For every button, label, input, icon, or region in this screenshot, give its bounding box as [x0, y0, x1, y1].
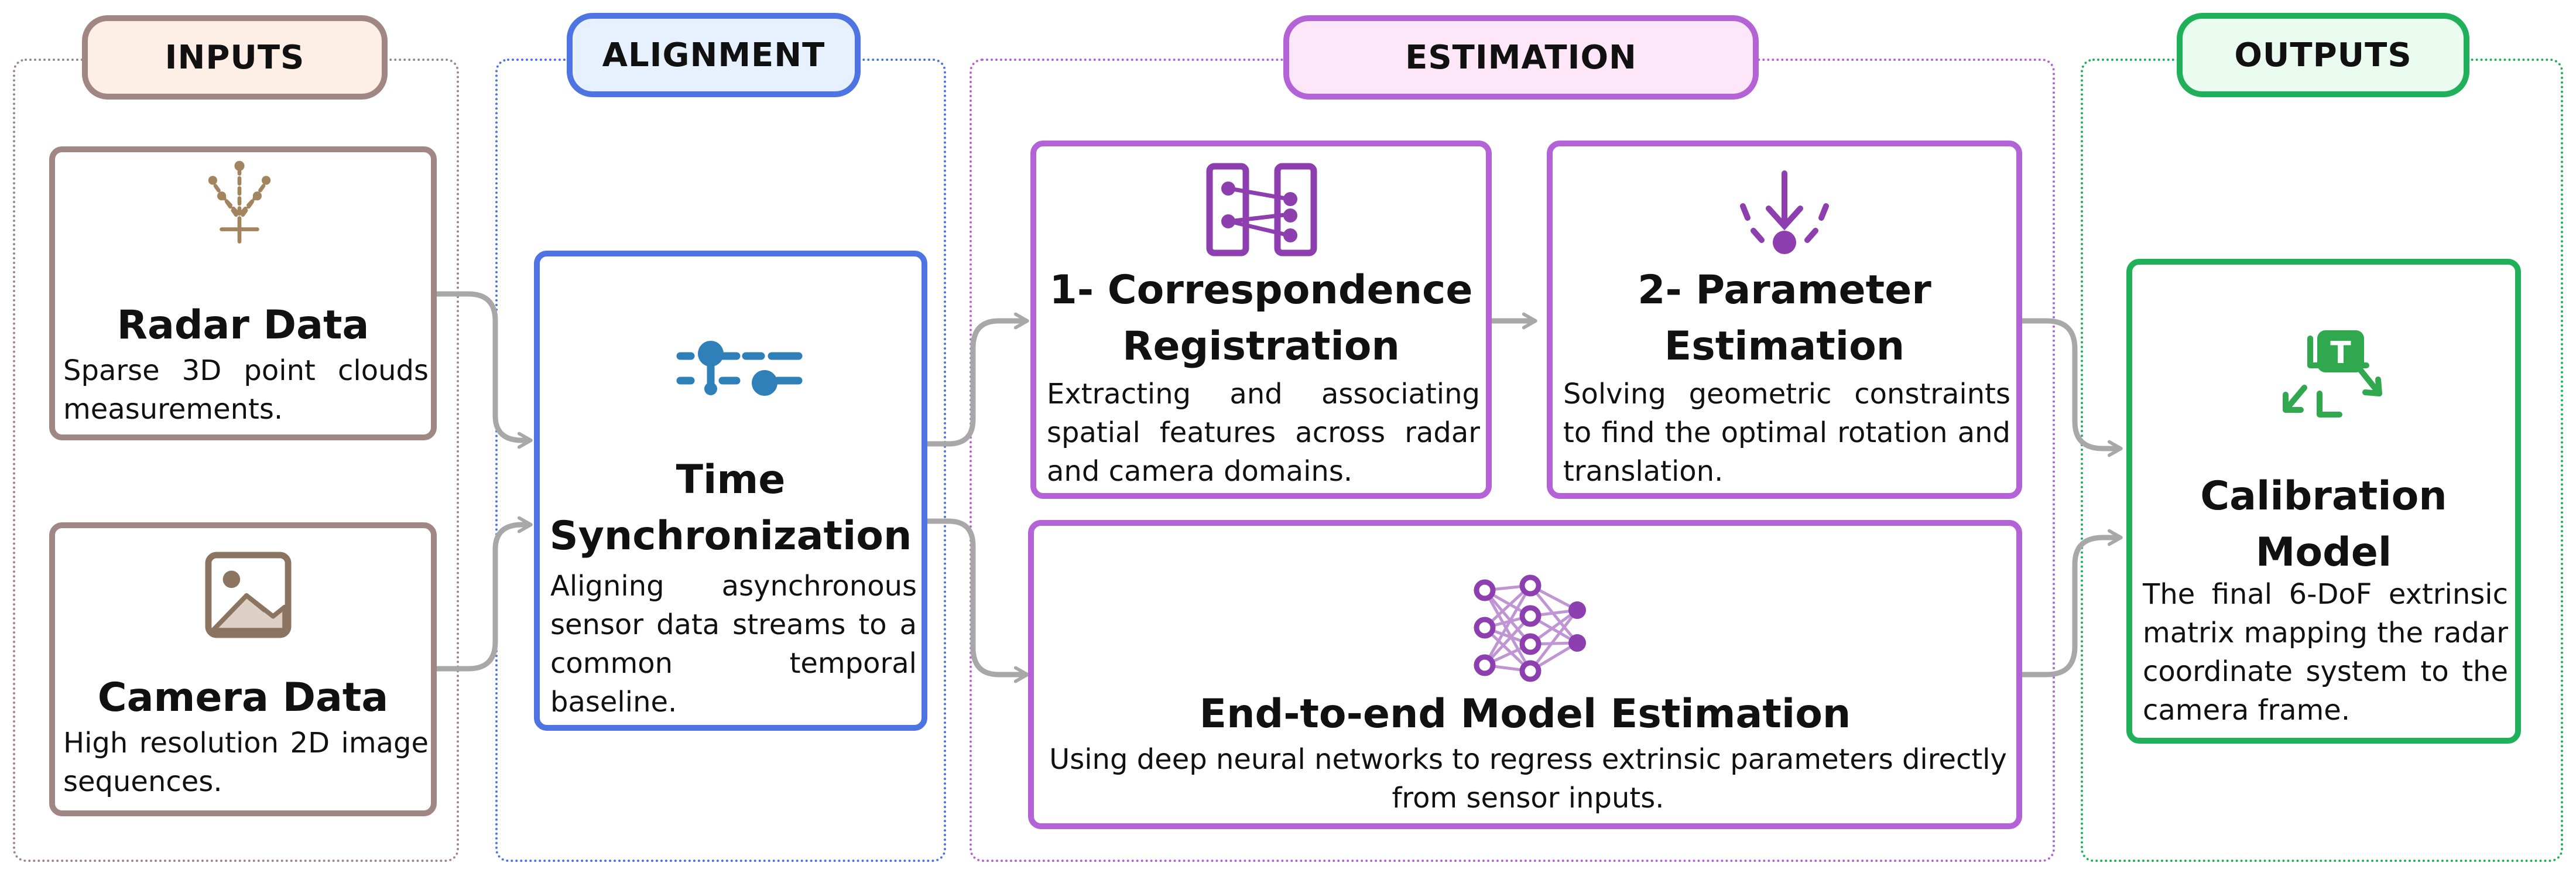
- transform-icon: T: [2283, 330, 2382, 418]
- optimization-icon: [1740, 170, 1829, 254]
- timeline-icon: [676, 341, 803, 396]
- arrow-radar-to-sync: [434, 291, 533, 449]
- feature-matching-icon: [1206, 163, 1317, 256]
- sync-description: Aligning asynchronous sensor data stream…: [550, 570, 917, 718]
- neural-network-icon: [1474, 574, 1586, 682]
- calib-description: The final 6-DoF extrinsic matrix mapping…: [2143, 578, 2508, 727]
- outputs-header: OUTPUTS: [2177, 13, 2469, 97]
- camera-data-card: Camera Data High resolution 2D image seq…: [49, 522, 437, 816]
- camera-description: High resolution 2D image sequences.: [63, 727, 429, 798]
- alignment-header: ALIGNMENT: [567, 13, 861, 97]
- arrow-param-to-calib: [2019, 318, 2123, 457]
- param-description: Solving geometric constraints to find th…: [1563, 378, 2010, 488]
- calibration-model-card: T Calibration Model The final 6-DoF extr…: [2126, 259, 2521, 744]
- radar-title: Radar Data: [117, 302, 369, 348]
- radar-data-card: Radar Data Sparse 3D point clouds measur…: [49, 146, 437, 440]
- transform-icon-letter: T: [2330, 336, 2351, 371]
- image-icon: [205, 552, 292, 638]
- sync-title-line1: Time: [676, 457, 786, 503]
- time-sync-card: Time Synchronization Aligning asynchrono…: [534, 251, 927, 731]
- parameter-estimation-card: 2- Parameter Estimation Solving geometri…: [1547, 141, 2022, 499]
- param-title-line1: 2- Parameter: [1638, 267, 1931, 313]
- corr-description: Extracting and associating spatial featu…: [1047, 378, 1480, 488]
- e2e-title: End-to-end Model Estimation: [1199, 691, 1851, 737]
- corr-title-line1: 1- Correspondence: [1049, 267, 1473, 313]
- arrow-e2e-to-calib: [2019, 529, 2123, 677]
- arrow-sync-to-e2e: [924, 518, 1029, 683]
- radar-icon: [208, 160, 271, 244]
- sync-title-line2: Synchronization: [549, 513, 912, 559]
- calib-title: Calibration Model: [2200, 473, 2447, 576]
- arrow-sync-to-corr: [924, 312, 1029, 447]
- arrow-camera-to-sync: [434, 516, 533, 672]
- param-title-line2: Estimation: [1664, 323, 1905, 369]
- end-to-end-card: End-to-end Model Estimation Using deep n…: [1028, 520, 2022, 829]
- estimation-header: ESTIMATION: [1283, 15, 1759, 100]
- inputs-header: INPUTS: [82, 15, 388, 100]
- e2e-description: Using deep neural networks to regress ex…: [1049, 743, 2007, 815]
- correspondence-card: 1- Correspondence Registration Extractin…: [1030, 141, 1492, 499]
- corr-title-line2: Registration: [1122, 323, 1400, 369]
- camera-title: Camera Data: [97, 675, 389, 721]
- radar-description: Sparse 3D point clouds measurements.: [63, 354, 429, 426]
